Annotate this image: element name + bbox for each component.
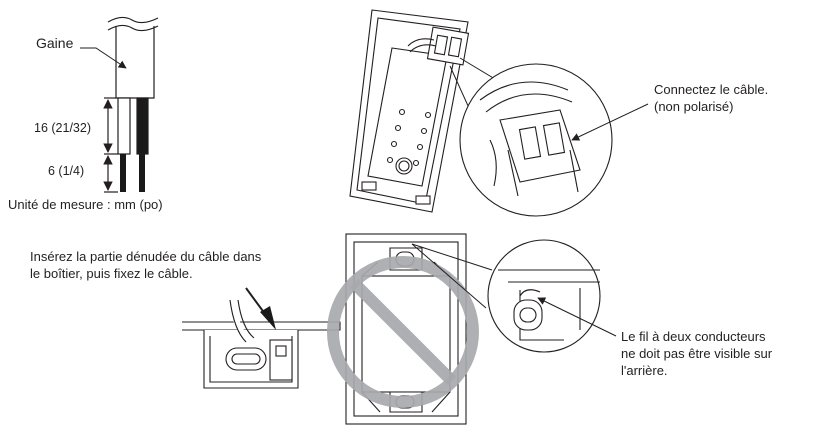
insert-instruction-line2: le boîtier, puis fixez le câble. — [30, 266, 193, 281]
sheath-leader — [80, 47, 127, 69]
warning-leader — [537, 297, 617, 337]
connect-callout-line2: (non polarisé) — [654, 99, 734, 114]
stripped-cable-illustration — [103, 16, 159, 193]
cable-insert-illustration — [182, 299, 341, 389]
connect-callout-leader — [571, 103, 649, 141]
prohibition-icon — [327, 256, 479, 408]
insert-instruction: Insérez la partie dénudée du câble dans … — [30, 248, 261, 282]
insert-instruction-line1: Insérez la partie dénudée du câble dans — [30, 249, 262, 264]
warning-callout-line3: l'arrière. — [621, 363, 668, 378]
warning-callout-line1: Le fil à deux conducteurs — [621, 329, 766, 344]
sheath-label: Gaine — [36, 35, 74, 51]
back-zoom-circle — [487, 239, 601, 353]
dimension-upper: 16 (21/32) — [34, 121, 91, 135]
dimension-lower: 6 (1/4) — [48, 164, 85, 178]
warning-callout-line2: ne doit pas être visible sur — [621, 346, 773, 361]
insert-arrow — [245, 287, 276, 330]
controller-back-plate — [349, 9, 470, 213]
unit-note: Unité de mesure : mm (po) — [8, 197, 163, 212]
connect-callout-line1: Connectez le câble. — [654, 82, 769, 97]
warning-callout: Le fil à deux conducteurs ne doit pas êt… — [621, 328, 772, 379]
back-zoom-leaders — [411, 243, 493, 309]
connect-callout: Connectez le câble. (non polarisé) — [654, 81, 768, 115]
connector-zoom-circle — [459, 63, 613, 217]
